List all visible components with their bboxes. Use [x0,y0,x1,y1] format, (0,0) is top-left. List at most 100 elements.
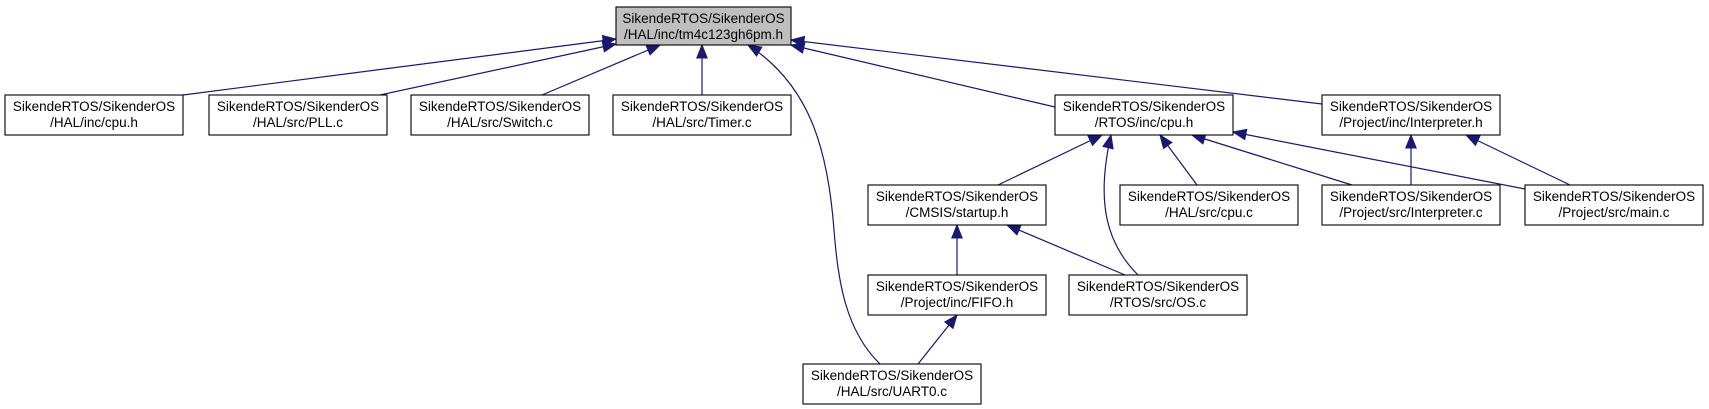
file-node[interactable]: SikendeRTOS/SikenderOS/HAL/src/Timer.c [612,94,792,136]
edge-line [379,43,617,96]
node-box[interactable] [802,363,982,405]
node-path-line1: SikendeRTOS/SikenderOS [1128,189,1290,204]
node-path-line1: SikendeRTOS/SikenderOS [1330,99,1492,114]
file-node[interactable]: SikendeRTOS/SikenderOS/RTOS/src/OS.c [1068,274,1248,316]
edge-line [747,44,881,365]
node-box[interactable] [615,6,792,46]
edge-line [1465,134,1571,186]
arrowhead [951,223,963,239]
arrowhead [943,313,958,330]
arrowhead [746,44,763,57]
edge-line [997,134,1103,186]
node-path-line1: SikendeRTOS/SikenderOS [1077,279,1239,294]
node-box[interactable] [867,184,1047,226]
node-path-line1: SikendeRTOS/SikenderOS [622,11,784,26]
arrowhead [645,44,662,56]
node-path-line1: SikendeRTOS/SikenderOS [1330,189,1492,204]
node-path-line2: /HAL/inc/cpu.h [50,115,138,130]
node-box[interactable] [208,94,388,136]
node-box[interactable] [1321,184,1501,226]
arrowhead [789,35,806,48]
node-path-line2: /Project/inc/Interpreter.h [1339,115,1482,130]
node-path-line1: SikendeRTOS/SikenderOS [1533,189,1695,204]
arrowhead [1231,128,1248,141]
arrowhead [1087,134,1104,147]
node-path-line2: /HAL/src/UART0.c [837,384,947,399]
edge-n7-to-n5 [997,134,1104,186]
node-path-line2: /Project/src/Interpreter.c [1339,205,1483,220]
node-path-line1: SikendeRTOS/SikenderOS [419,99,581,114]
node-path-line1: SikendeRTOS/SikenderOS [217,99,379,114]
file-node[interactable]: SikendeRTOS/SikenderOS/Project/src/Inter… [1321,184,1501,226]
edge-line [790,39,1323,105]
edge-line [1006,224,1126,276]
node-box[interactable] [1068,274,1248,316]
edge-line [182,38,617,96]
arrowhead [1159,133,1173,150]
file-node[interactable]: SikendeRTOS/SikenderOS/Project/inc/FIFO.… [867,274,1047,316]
edge-n10-to-n5 [1231,128,1526,190]
node-path-line1: SikendeRTOS/SikenderOS [876,189,1038,204]
node-box[interactable] [410,94,590,136]
file-node[interactable]: SikendeRTOS/SikenderOS/HAL/src/PLL.c [208,94,388,136]
edge-line [1103,134,1139,276]
file-node[interactable]: SikendeRTOS/SikenderOS/Project/src/main.… [1524,184,1704,226]
node-path-line2: /RTOS/src/OS.c [1110,295,1207,310]
file-node[interactable]: SikendeRTOS/SikenderOS/HAL/src/Switch.c [410,94,590,136]
arrowhead [1005,224,1022,236]
root-file-node[interactable]: SikendeRTOS/SikenderOS/HAL/inc/tm4c123gh… [615,6,792,46]
node-path-line1: SikendeRTOS/SikenderOS [13,99,175,114]
node-path-line2: /HAL/inc/tm4c123gh6pm.h [624,27,783,42]
node-path-line2: /CMSIS/startup.h [906,205,1009,220]
arrowhead [601,41,618,53]
edge-n1-to-n0 [182,34,618,96]
edge-n12-to-n5 [1102,133,1139,276]
edge-n13-to-n11 [917,313,958,365]
node-box[interactable] [4,94,184,136]
nodes-layer: SikendeRTOS/SikenderOS/HAL/inc/tm4c123gh… [4,6,1704,405]
edge-n13-to-n0 [746,44,881,365]
node-path-line1: SikendeRTOS/SikenderOS [811,368,973,383]
node-path-line2: /Project/src/main.c [1558,205,1669,220]
edge-line [1191,134,1353,186]
node-path-line2: /RTOS/inc/cpu.h [1095,115,1194,130]
node-path-line2: /HAL/src/Timer.c [652,115,752,130]
node-path-line1: SikendeRTOS/SikenderOS [621,99,783,114]
node-box[interactable] [867,274,1047,316]
file-node[interactable]: SikendeRTOS/SikenderOS/HAL/src/UART0.c [802,363,982,405]
node-box[interactable] [612,94,792,136]
edge-n3-to-n0 [541,44,662,96]
node-box[interactable] [1524,184,1704,226]
edge-n4-to-n0 [696,43,708,95]
file-node[interactable]: SikendeRTOS/SikenderOS/CMSIS/startup.h [867,184,1047,226]
edge-n5-to-n0 [789,42,1056,108]
edge-n2-to-n0 [379,41,618,96]
node-path-line2: /HAL/src/Switch.c [447,115,553,130]
edge-n9-to-n5 [1190,133,1353,186]
file-node[interactable]: SikendeRTOS/SikenderOS/HAL/src/cpu.c [1119,184,1299,226]
file-node[interactable]: SikendeRTOS/SikenderOS/RTOS/inc/cpu.h [1054,94,1234,136]
node-path-line2: /Project/inc/FIFO.h [901,295,1014,310]
edge-n8-to-n5 [1159,133,1198,186]
edge-line [541,44,661,96]
node-path-line1: SikendeRTOS/SikenderOS [876,279,1038,294]
node-box[interactable] [1321,94,1501,136]
edge-n10-to-n6 [1464,134,1571,186]
node-box[interactable] [1119,184,1299,226]
edge-n11-to-n7 [951,223,963,275]
edge-line [790,44,1056,108]
file-node[interactable]: SikendeRTOS/SikenderOS/Project/inc/Inter… [1321,94,1501,136]
arrowhead [696,43,708,59]
arrowhead [1464,134,1481,147]
node-path-line2: /HAL/src/PLL.c [253,115,343,130]
edge-n9-to-n6 [1405,133,1417,185]
node-path-line1: SikendeRTOS/SikenderOS [1063,99,1225,114]
edge-n12-to-n7 [1005,224,1126,276]
arrowhead [1405,133,1417,149]
node-box[interactable] [1054,94,1234,136]
edge-line [1232,131,1526,190]
file-node[interactable]: SikendeRTOS/SikenderOS/HAL/inc/cpu.h [4,94,184,136]
node-path-line2: /HAL/src/cpu.c [1165,205,1253,220]
edges-layer [182,34,1571,365]
